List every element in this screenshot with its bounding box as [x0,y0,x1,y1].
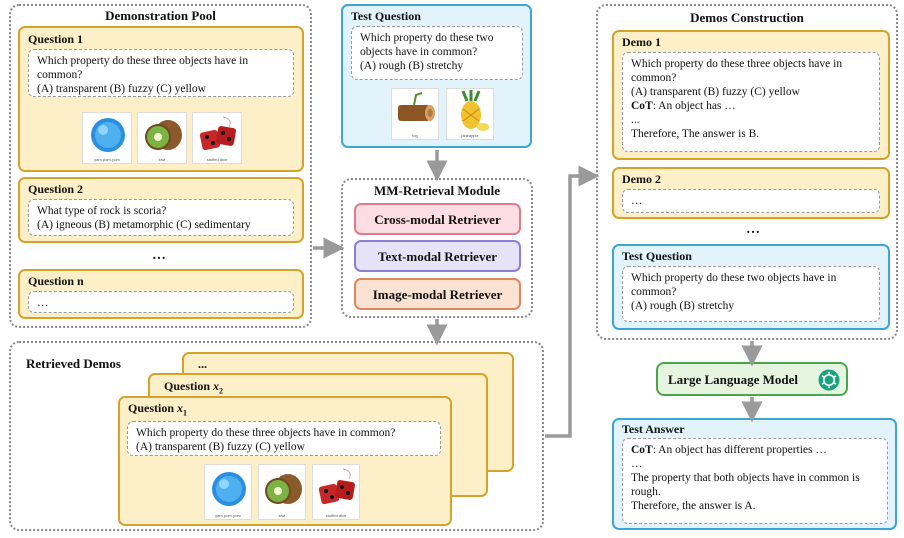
retrieved-kiwi-caption: kiwi [278,513,286,518]
test-answer-line3: Therefore, the answer is A. [631,500,756,512]
pool-question-n-text-box: … [28,291,294,313]
demo-2-text: … [631,195,643,207]
demos-test-question: Test Question Which property do these tw… [612,244,890,330]
demos-test-question-text-box: Which property do these two objects have… [622,266,880,322]
pool-question-2-text: What type of rock is scoria? [37,205,167,217]
test-answer-header: Test Answer [622,422,685,436]
retrieved-demo-x1-text-box: Which property do these three objects ha… [127,421,441,456]
llm-logo-icon [818,369,840,395]
demo-1-cot: CoT: An object has … [631,99,871,113]
pineapple-image: pineapple [446,88,494,140]
demo-2-header: Demo 2 [622,172,661,186]
retrieved-yarn-pom-pom-caption: yarn pom-pom [215,513,241,518]
test-question-top-text-box: Which property do these two objects have… [351,26,523,80]
retrieved-yarn-pom-pom-image: yarn pom-pom [204,464,252,520]
log-image: log [391,88,439,140]
demos-test-question-header: Test Question [622,249,692,263]
retrieved-demo-x2-var: x [213,379,220,393]
test-answer: Test Answer CoT: An object has different… [612,418,897,530]
retrieved-demo-x2-header: Question x2 [164,379,223,395]
pool-question-2-header: Question 2 [28,182,84,196]
demo-1-text: Which property do these three objects ha… [631,58,843,84]
pool-question-2: Question 2 What type of rock is scoria? … [18,177,304,243]
pool-question-1: Question 1 Which property do these three… [18,26,304,172]
pool-question-2-text-box: What type of rock is scoria? (A) igneous… [28,199,294,236]
retrieved-kiwi-image: kiwi [258,464,306,520]
stuffed-dice-image: stuffed dice [192,112,242,164]
large-language-model-label: Large Language Model [668,372,798,387]
pineapple-caption: pineapple [461,133,479,138]
demo-1: Demo 1 Which property do these three obj… [612,30,890,160]
retrieved-demo-x1: Question x1 Which property do these thre… [118,396,452,526]
demo-1-dots: ... [631,114,640,126]
retrieved-demo-x2-sub: 2 [219,386,224,396]
retrieved-demos-title: Retrieved Demos [26,356,121,371]
demos-ellipsis: … [746,222,760,237]
retrieved-stuffed-dice-image: stuffed dice [312,464,360,520]
yarn-pom-pom-image: yarn pom-pom [82,112,132,164]
retrieved-stuffed-dice-caption: stuffed dice [325,513,347,518]
retrieved-demo-x1-options: (A) transparent (B) fuzzy (C) yellow [136,441,305,453]
demos-test-question-options: (A) rough (B) stretchy [631,300,735,312]
test-answer-cot-label: CoT [631,444,653,456]
demos-construction-title: Demos Construction [690,10,804,25]
retrieved-demo-x1-header-prefix: Question [128,401,175,415]
demonstration-pool-title: Demonstration Pool [105,8,216,23]
retrieved-demo-x2-header-prefix: Question [164,379,211,393]
test-question-top: Test Question Which property do these tw… [341,4,532,148]
pool-question-1-text: Which property do these three objects ha… [37,55,249,81]
log-caption: log [412,133,418,138]
mm-retrieval-module-title: MM-Retrieval Module [374,183,500,198]
kiwi-caption: kiwi [158,157,166,162]
test-answer-dots: … [631,458,643,470]
kiwi-image: kiwi [137,112,187,164]
large-language-model: Large Language Model [656,362,848,396]
retrieved-demo-x1-var: x [177,401,184,415]
pool-question-1-options: (A) transparent (B) fuzzy (C) yellow [37,83,206,95]
demo-1-answer: Therefore, The answer is B. [631,128,760,140]
pool-ellipsis: … [152,248,166,263]
test-answer-line2: The property that both objects have in c… [631,472,860,498]
demo-1-header: Demo 1 [622,35,661,49]
demo-2: Demo 2 … [612,167,890,219]
retrieved-demo-x1-text: Which property do these three objects ha… [136,427,396,439]
stuffed-dice-caption: stuffed dice [206,157,228,162]
demo-2-text-box: … [622,189,880,213]
test-answer-cot-text: : An object has different properties … [652,444,827,456]
pool-question-1-header: Question 1 [28,32,84,46]
demo-1-options: (A) transparent (B) fuzzy (C) yellow [631,86,800,98]
pool-question-n-text: … [37,297,49,309]
retrieved-demo-back-header: ... [198,357,207,371]
image-modal-retriever: Image-modal Retriever [354,278,521,310]
demo-1-cot-text: : An object has … [652,100,736,112]
test-answer-cot: CoT: An object has different properties … [631,443,879,457]
test-question-top-header: Test Question [351,9,421,23]
yarn-pom-pom-caption: yarn pom-pom [94,157,120,162]
retrieved-demos [9,341,544,531]
text-modal-retriever: Text-modal Retriever [354,240,521,272]
arrow-retrieved-to-construction [545,165,600,438]
retrieved-demo-x1-header: Question x1 [128,401,187,417]
test-question-top-options: (A) rough (B) stretchy [360,60,464,72]
pool-question-2-options: (A) igneous (B) metamorphic (C) sediment… [37,219,251,231]
demo-1-cot-label: CoT [631,100,653,112]
demonstration-pool [9,4,312,328]
cross-modal-retriever: Cross-modal Retriever [354,203,521,235]
pool-question-n-header: Question n [28,274,84,288]
demo-1-text-box: Which property do these three objects ha… [622,52,880,152]
demos-test-question-text: Which property do these two objects have… [631,272,837,298]
pool-question-1-text-box: Which property do these three objects ha… [28,49,294,97]
test-question-top-text: Which property do these two objects have… [360,32,494,58]
test-answer-text-box: CoT: An object has different properties … [622,438,888,524]
retrieved-demo-x1-sub: 1 [183,408,188,418]
pool-question-n: Question n … [18,269,304,319]
